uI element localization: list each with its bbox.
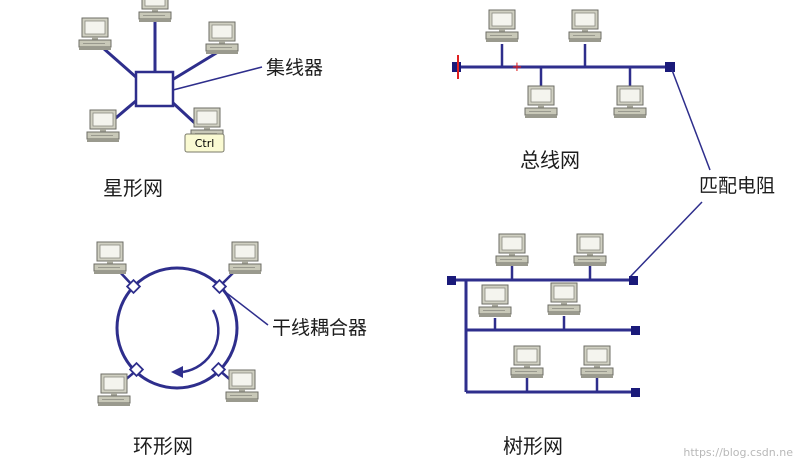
computer-icon	[225, 369, 259, 403]
ctrl-tooltip-text: Ctrl	[195, 137, 215, 150]
computer-icon	[510, 345, 544, 379]
tree-title: 树形网	[503, 434, 563, 458]
star-network: Ctrl 集线器 星形网	[78, 0, 323, 200]
terminator-callout: 匹配电阻	[629, 69, 775, 278]
computer-icon	[97, 373, 131, 407]
watermark: https://blog.csdn.ne	[683, 446, 793, 459]
star-title: 星形网	[103, 176, 163, 200]
hub-pointer	[172, 66, 263, 91]
computer-icon	[86, 109, 120, 143]
computer-icon	[485, 9, 519, 43]
ring-direction-arrow	[182, 309, 220, 374]
bus-network: + 总线网	[452, 9, 675, 172]
hub-label: 集线器	[266, 57, 323, 79]
computer-icon	[524, 85, 558, 119]
computer-icon	[613, 85, 647, 119]
tree-network: 树形网	[447, 233, 640, 458]
computer-icon	[580, 345, 614, 379]
computer-icon	[205, 21, 239, 55]
tree-drops	[493, 266, 599, 392]
ring-network: 干线耦合器 环形网	[93, 241, 367, 458]
terminator-left	[452, 62, 461, 72]
computer-icon	[78, 17, 112, 51]
terminator-right	[665, 62, 675, 72]
tree-terminators	[447, 276, 640, 397]
computer-icon	[228, 241, 262, 275]
terminator-label: 匹配电阻	[699, 175, 775, 197]
computer-icon	[573, 233, 607, 267]
bus-mark-plus: +	[512, 60, 523, 75]
ctrl-tooltip: Ctrl	[184, 133, 225, 153]
ring-title: 环形网	[133, 434, 193, 458]
bus-title: 总线网	[520, 148, 580, 172]
computer-icon	[547, 282, 581, 316]
computer-icon	[93, 241, 127, 275]
computer-icon	[568, 9, 602, 43]
computer-icon	[495, 233, 529, 267]
hub-box	[134, 70, 175, 108]
ring-couplers	[125, 278, 228, 378]
coupler-pointer	[223, 290, 269, 326]
coupler-label: 干线耦合器	[272, 317, 367, 339]
computer-icon	[138, 0, 172, 23]
computer-icon	[478, 284, 512, 318]
ring-trunk	[115, 266, 239, 390]
